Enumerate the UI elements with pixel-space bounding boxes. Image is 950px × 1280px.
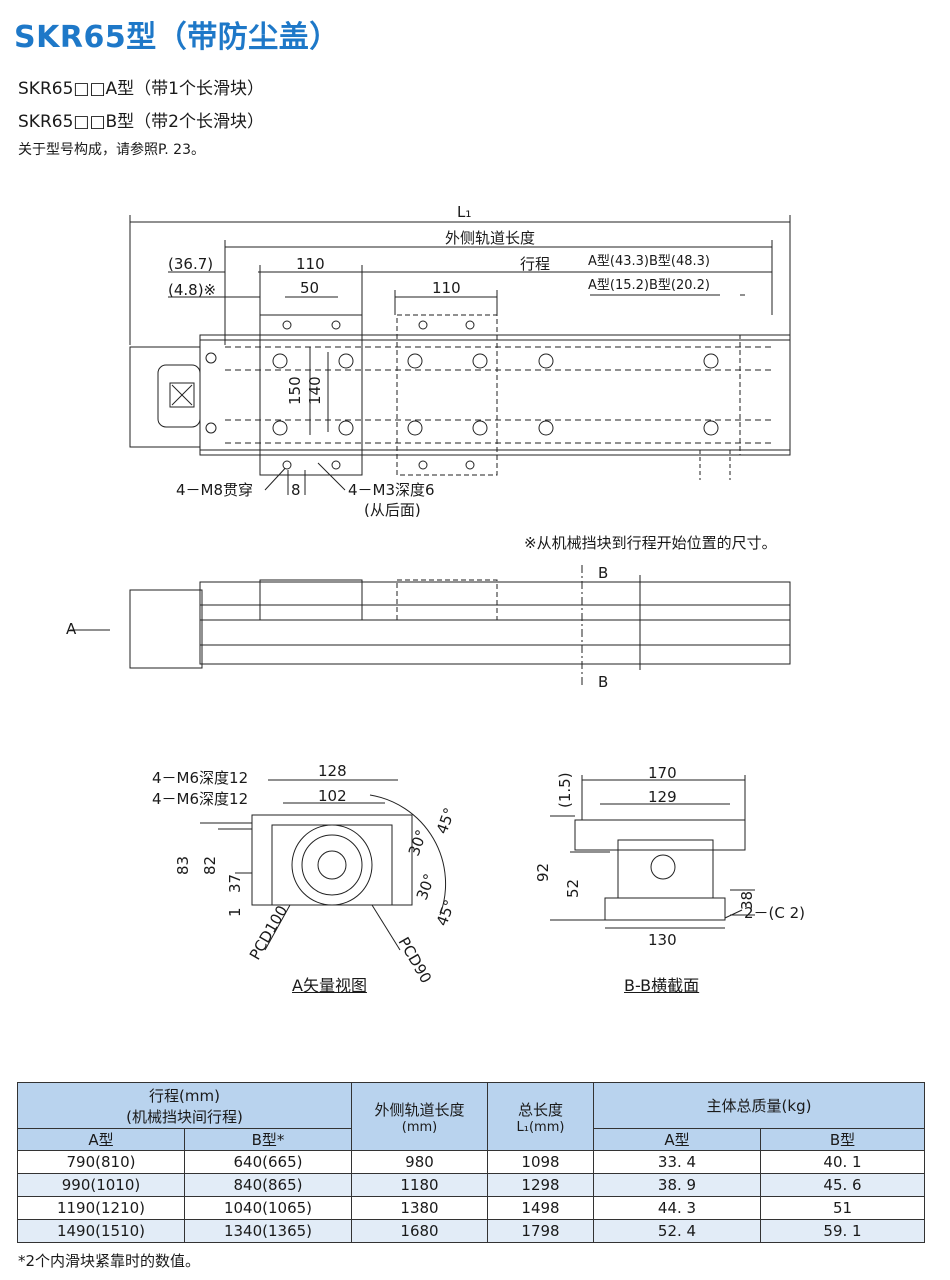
- side-label-b-bottom: B: [598, 673, 608, 691]
- cell-stroke-b: 640(665): [184, 1150, 352, 1174]
- section-view-drawing: 170 129 (1.5) 92 52 38 130 2－(C 2): [534, 764, 805, 949]
- caption-bb-section: B-B横截面: [624, 976, 700, 995]
- cell-mass-b: 59. 1: [760, 1219, 925, 1243]
- table-row: 1490(1510) 1340(1365) 1680 1798 52. 4 59…: [17, 1219, 925, 1243]
- cell-stroke-a: 1190(1210): [17, 1196, 185, 1220]
- cell-mass-b: 45. 6: [760, 1173, 925, 1197]
- cell-mass-a: 33. 4: [593, 1150, 761, 1174]
- angle-45-b: 45°: [433, 897, 459, 928]
- label-m3: 4－M3深度6: [348, 481, 435, 499]
- cell-total: 1098: [487, 1150, 594, 1174]
- side-view-drawing: A B B: [66, 564, 791, 691]
- th-rail-label: 外侧轨道长度: [374, 1100, 465, 1119]
- dim-110-b: 110: [432, 279, 461, 297]
- model-line-b: SKR65□□B型（带2个长滑块）: [18, 112, 264, 132]
- cell-stroke-a: 990(1010): [17, 1173, 185, 1197]
- label-pcd100: PCD100: [246, 902, 291, 963]
- table-row: 790(810) 640(665) 980 1098 33. 4 40. 1: [17, 1150, 925, 1174]
- dim-50: 50: [300, 279, 319, 297]
- note-stopper: ※从机械挡块到行程开始位置的尺寸。: [524, 534, 777, 552]
- dim-38: 38: [738, 891, 756, 910]
- dim-92: 92: [534, 863, 552, 882]
- label-c2: 2－(C 2): [744, 904, 805, 922]
- page-title: SKR65型（带防尘盖）: [14, 20, 340, 55]
- dim-129: 129: [648, 788, 677, 806]
- cell-stroke-b: 840(865): [184, 1173, 352, 1197]
- dim-102: 102: [318, 787, 347, 805]
- cell-mass-b: 51: [760, 1196, 925, 1220]
- label-m6-b: 4－M6深度12: [152, 790, 248, 808]
- side-label-b-top: B: [598, 564, 608, 582]
- th-mass-a: A型: [593, 1128, 761, 1151]
- th-stroke-line1: 行程(mm): [149, 1086, 220, 1105]
- top-view-drawing: L₁ 外侧轨道长度 行程 (36.7) (4.8)※ 110 50 110 A型…: [129, 203, 791, 552]
- table-row: 1190(1210) 1040(1065) 1380 1498 44. 3 51: [17, 1196, 925, 1220]
- dim-ab-2: A型(15.2)B型(20.2): [588, 278, 710, 293]
- label-m6-a: 4－M6深度12: [152, 769, 248, 787]
- th-total: 总长度 L₁(mm): [487, 1082, 594, 1151]
- dim-150: 150: [286, 376, 304, 405]
- spec-table: 行程(mm) (机械挡块间行程) 外侧轨道长度 (mm) 总长度 L₁(mm) …: [17, 1082, 925, 1243]
- cell-stroke-a: 1490(1510): [17, 1219, 185, 1243]
- reference-note: 关于型号构成，请参照P. 23。: [18, 142, 205, 158]
- dim-140: 140: [306, 376, 324, 405]
- table-row: 990(1010) 840(865) 1180 1298 38. 9 45. 6: [17, 1173, 925, 1197]
- angle-45-a: 45°: [433, 805, 459, 836]
- dim-8: 8: [291, 481, 301, 499]
- th-stroke: 行程(mm) (机械挡块间行程): [17, 1082, 352, 1129]
- dim-110-a: 110: [296, 255, 325, 273]
- th-rail: 外侧轨道长度 (mm): [351, 1082, 488, 1151]
- th-stroke-b: B型*: [184, 1128, 352, 1151]
- th-total-label: 总长度: [517, 1100, 563, 1119]
- dim-1-5: (1.5): [556, 772, 574, 808]
- dim-82: 82: [201, 856, 219, 875]
- cell-mass-a: 52. 4: [593, 1219, 761, 1243]
- side-label-a: A: [66, 620, 77, 638]
- cell-mass-a: 38. 9: [593, 1173, 761, 1197]
- dim-37: 37: [226, 874, 244, 893]
- cell-rail: 1180: [351, 1173, 488, 1197]
- th-total-unit: L₁(mm): [516, 1119, 565, 1135]
- table-footnote: *2个内滑块紧靠时的数值。: [18, 1252, 201, 1270]
- dim-stroke: 行程: [520, 255, 550, 273]
- dim-83: 83: [174, 856, 192, 875]
- cell-stroke-a: 790(810): [17, 1150, 185, 1174]
- dim-170: 170: [648, 764, 677, 782]
- cell-total: 1798: [487, 1219, 594, 1243]
- dim-130: 130: [648, 931, 677, 949]
- cell-stroke-b: 1040(1065): [184, 1196, 352, 1220]
- dim-outer-rail: 外侧轨道长度: [445, 229, 535, 247]
- dim-ab-1: A型(43.3)B型(48.3): [588, 254, 710, 269]
- th-mass: 主体总质量(kg): [593, 1082, 925, 1129]
- th-stroke-line2: (机械挡块间行程): [126, 1107, 243, 1126]
- cell-mass-b: 40. 1: [760, 1150, 925, 1174]
- cell-rail: 980: [351, 1150, 488, 1174]
- end-view-drawing: 4－M6深度12 4－M6深度12 128 102 83 82 37 1 30°…: [152, 762, 459, 986]
- cell-rail: 1380: [351, 1196, 488, 1220]
- th-mass-b: B型: [760, 1128, 925, 1151]
- dim-4-8: (4.8)※: [168, 281, 216, 299]
- th-rail-unit: (mm): [401, 1119, 438, 1135]
- label-m8: 4－M8贯穿: [176, 481, 253, 499]
- dim-1: 1: [226, 907, 244, 917]
- angle-30-a: 30°: [405, 827, 431, 858]
- dim-52: 52: [564, 879, 582, 898]
- dim-l1: L₁: [457, 203, 471, 221]
- cell-rail: 1680: [351, 1219, 488, 1243]
- dim-128: 128: [318, 762, 347, 780]
- label-pcd90: PCD90: [395, 934, 436, 986]
- cell-total: 1498: [487, 1196, 594, 1220]
- caption-a-view: A矢量视图: [292, 976, 367, 995]
- cell-total: 1298: [487, 1173, 594, 1197]
- angle-30-b: 30°: [413, 871, 439, 902]
- cell-stroke-b: 1340(1365): [184, 1219, 352, 1243]
- model-line-a: SKR65□□A型（带1个长滑块）: [18, 79, 264, 99]
- dim-36-7: (36.7): [168, 255, 213, 273]
- th-stroke-a: A型: [17, 1128, 185, 1151]
- cell-mass-a: 44. 3: [593, 1196, 761, 1220]
- label-from-back: (从后面): [364, 501, 421, 519]
